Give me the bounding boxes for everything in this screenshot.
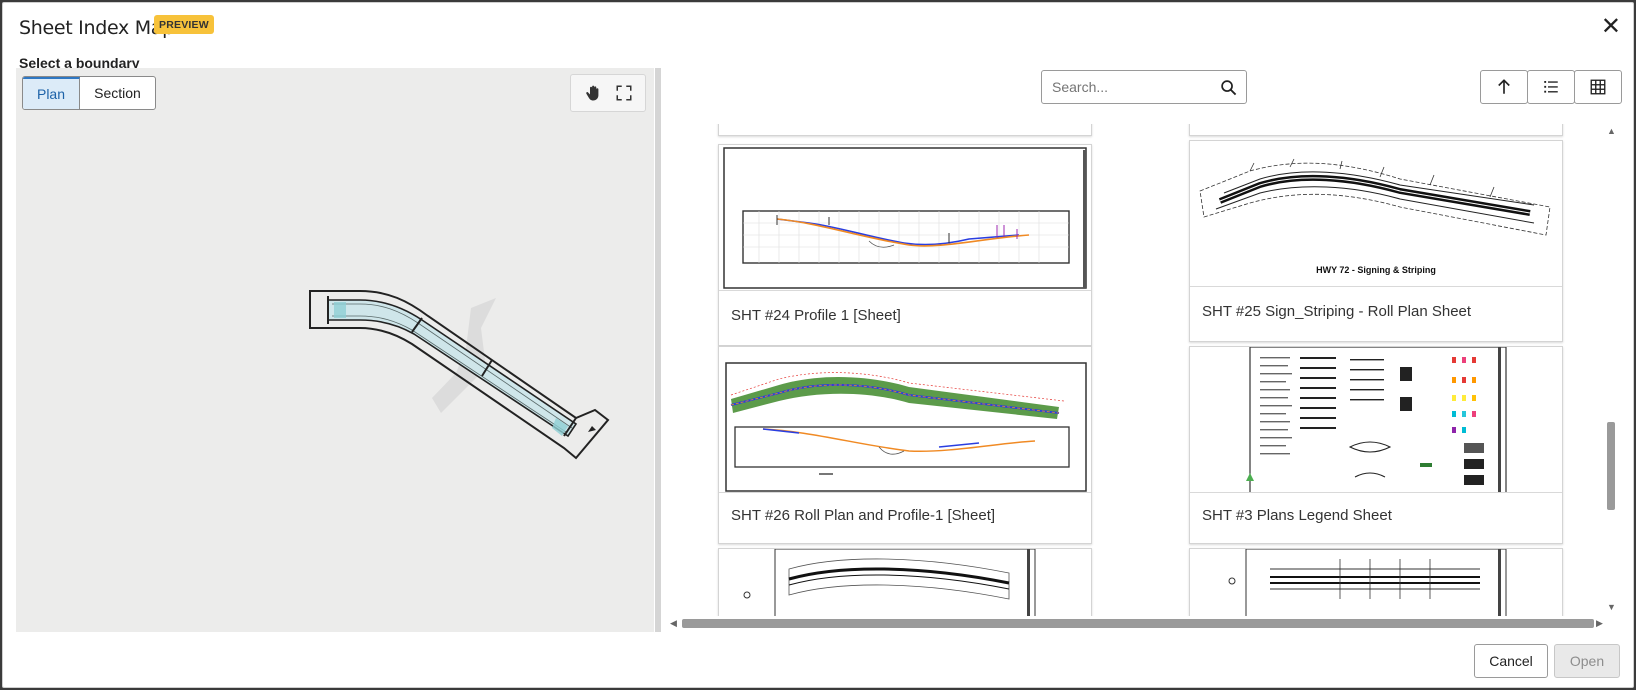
- vertical-scrollbar[interactable]: ▲ ▼: [1607, 126, 1616, 612]
- sheet-thumbnail: [719, 145, 1091, 291]
- cancel-button[interactable]: Cancel: [1474, 644, 1548, 678]
- sheet-label: SHT #25 Sign_Striping - Roll Plan Sheet: [1202, 303, 1472, 320]
- horizontal-scrollbar[interactable]: ◀ ▶: [670, 618, 1603, 628]
- list-view-icon: [1544, 81, 1558, 93]
- search-box: [1041, 70, 1247, 104]
- sheet-thumbnail: [719, 347, 1091, 493]
- dialog-title: Sheet Index Map: [19, 17, 174, 39]
- search-icon[interactable]: [1220, 79, 1237, 96]
- fit-extent-icon[interactable]: [615, 84, 633, 102]
- sort-up-icon: [1498, 79, 1510, 94]
- panel-splitter[interactable]: [655, 68, 661, 632]
- tab-plan[interactable]: Plan: [23, 77, 80, 109]
- grid-view-icon: [1590, 79, 1606, 95]
- sheet-card[interactable]: [1189, 124, 1563, 136]
- alignment-boundary-drawing[interactable]: [16, 68, 654, 632]
- sheet-label: SHT #24 Profile 1 [Sheet]: [731, 307, 901, 324]
- grid-view-button[interactable]: [1574, 70, 1622, 104]
- sheet-thumbnail: [1190, 347, 1562, 493]
- search-input[interactable]: [1042, 71, 1212, 103]
- pan-hand-icon[interactable]: [584, 84, 602, 102]
- sheet-card-24[interactable]: SHT #24 Profile 1 [Sheet]: [718, 144, 1092, 346]
- map-tools: [570, 74, 646, 112]
- sheet-thumbnail: HWY 72 - Signing & Striping: [1190, 141, 1562, 287]
- vertical-scroll-thumb[interactable]: [1607, 422, 1615, 510]
- plan-section-toggle: Plan Section: [22, 76, 156, 110]
- preview-badge: PREVIEW: [154, 15, 214, 34]
- sort-up-button[interactable]: [1480, 70, 1528, 104]
- close-icon[interactable]: ✕: [1600, 13, 1621, 40]
- sheet-card[interactable]: [1189, 548, 1563, 616]
- sheet-thumbnail: [719, 549, 1091, 616]
- sheet-card-3[interactable]: SHT #3 Plans Legend Sheet: [1189, 346, 1563, 544]
- sheet-card[interactable]: [718, 548, 1092, 616]
- sheet-label: SHT #3 Plans Legend Sheet: [1202, 507, 1392, 524]
- sheet-card[interactable]: [718, 124, 1092, 136]
- sheet-thumbnail: [1190, 549, 1562, 616]
- tab-section[interactable]: Section: [94, 85, 141, 101]
- sheet-grid: SHT #24 Profile 1 [Sheet] HWY 72 - Signi…: [700, 124, 1600, 616]
- sheet-card-25[interactable]: HWY 72 - Signing & Striping SHT #25 Sign…: [1189, 140, 1563, 342]
- sheet-card-26[interactable]: SHT #26 Roll Plan and Profile-1 [Sheet]: [718, 346, 1092, 544]
- thumbnail-caption: HWY 72 - Signing & Striping: [1316, 265, 1436, 275]
- horizontal-scroll-thumb[interactable]: [682, 619, 1594, 628]
- boundary-map[interactable]: Plan Section: [16, 68, 654, 632]
- open-button[interactable]: Open: [1554, 644, 1620, 678]
- sheet-label: SHT #26 Roll Plan and Profile-1 [Sheet]: [731, 507, 996, 524]
- select-boundary-label: Select a boundary: [19, 55, 140, 71]
- list-view-button[interactable]: [1527, 70, 1575, 104]
